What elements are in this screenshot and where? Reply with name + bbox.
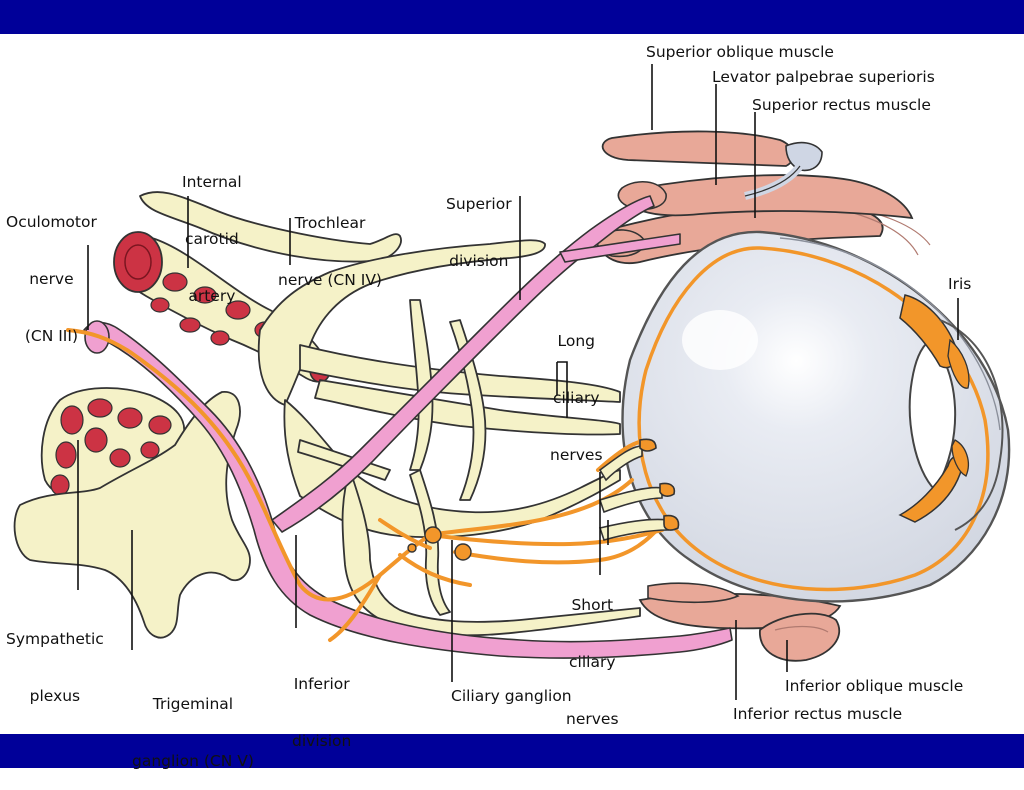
- label-short-ciliary-nerves: Short ciliary nerves: [566, 596, 619, 728]
- levator-palpebrae-muscle: [618, 174, 914, 220]
- label-superior-oblique-muscle: Superior oblique muscle: [646, 43, 834, 61]
- oculomotor-nerve: [83, 195, 733, 659]
- label-sympathetic-plexus: Sympathetic plexus: [6, 630, 104, 705]
- label-inferior-rectus-muscle: Inferior rectus muscle: [733, 705, 903, 723]
- label-long-ciliary-nerves: Long ciliary nerves: [550, 332, 603, 464]
- label-inferior-oblique-muscle: Inferior oblique muscle: [785, 677, 964, 695]
- iris: [898, 294, 1004, 531]
- superior-oblique-muscle: [601, 130, 823, 200]
- leader-lines: [77, 64, 959, 700]
- label-superior-division: Superior division: [446, 195, 512, 270]
- label-superior-rectus-muscle: Superior rectus muscle: [752, 96, 931, 114]
- ciliary-ganglion: [407, 526, 472, 561]
- parasympathetic-fibers: [66, 328, 667, 642]
- nerve-network: [13, 191, 641, 639]
- bottom-band: [0, 734, 1024, 768]
- label-oculomotor-nerve: Oculomotor nerve (CN III): [6, 213, 97, 345]
- label-inferior-division: Inferior division: [292, 675, 352, 750]
- inferior-oblique-muscle: [759, 612, 841, 662]
- label-trigeminal-ganglion: Trigeminal ganglion (CN V): [132, 695, 254, 770]
- lens: [908, 338, 957, 492]
- label-iris: Iris: [948, 275, 972, 293]
- label-ciliary-ganglion: Ciliary ganglion: [451, 687, 572, 705]
- short-ciliary-nerves: [598, 438, 680, 541]
- label-levator-palpebrae: Levator palpebrae superioris: [712, 68, 935, 86]
- top-band: [0, 0, 1024, 34]
- label-internal-carotid-artery: Internal carotid artery: [182, 173, 242, 305]
- eye-innervation-diagram: [13, 64, 1011, 700]
- label-trochlear-nerve: Trochlear nerve (CN IV): [278, 214, 382, 289]
